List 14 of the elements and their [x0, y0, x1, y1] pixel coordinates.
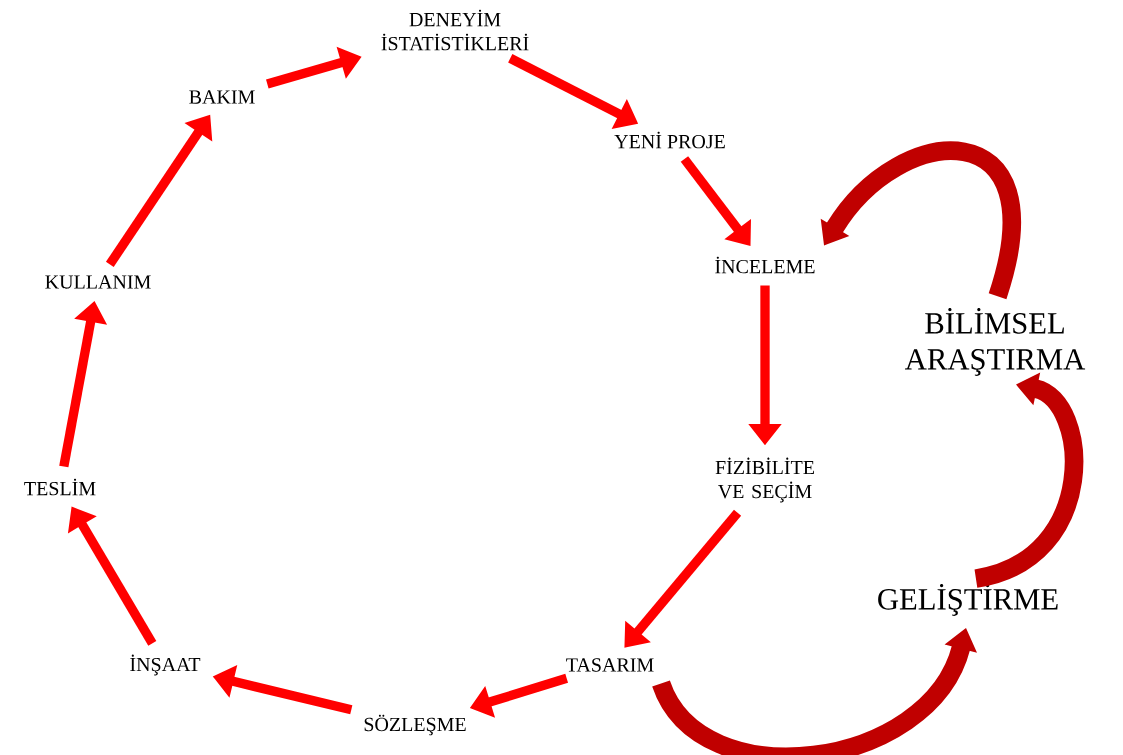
- step-label: BİLİMSEL ARAŞTIRMA: [905, 308, 1086, 376]
- step-label: FİZİBİLİTE VE SEÇİM: [715, 457, 814, 503]
- step-label: GELİŞTİRME: [878, 584, 1058, 616]
- step-label: DENEYİM İSTATİSTİKLERİ: [381, 9, 529, 51]
- arrow: [680, 156, 751, 246]
- arrow: [624, 509, 742, 648]
- step-label: İNCELEME: [715, 256, 815, 274]
- step-label: YENİ PROJE: [614, 131, 725, 149]
- step-label: BAKIM: [189, 90, 255, 104]
- step-label: TASARIM: [566, 658, 654, 672]
- step-label: TESLİM: [24, 478, 96, 496]
- step-label: İNŞAAT: [130, 654, 201, 676]
- step-label: SÖZLEŞME: [364, 714, 466, 736]
- step-label: KULLANIM: [45, 275, 151, 289]
